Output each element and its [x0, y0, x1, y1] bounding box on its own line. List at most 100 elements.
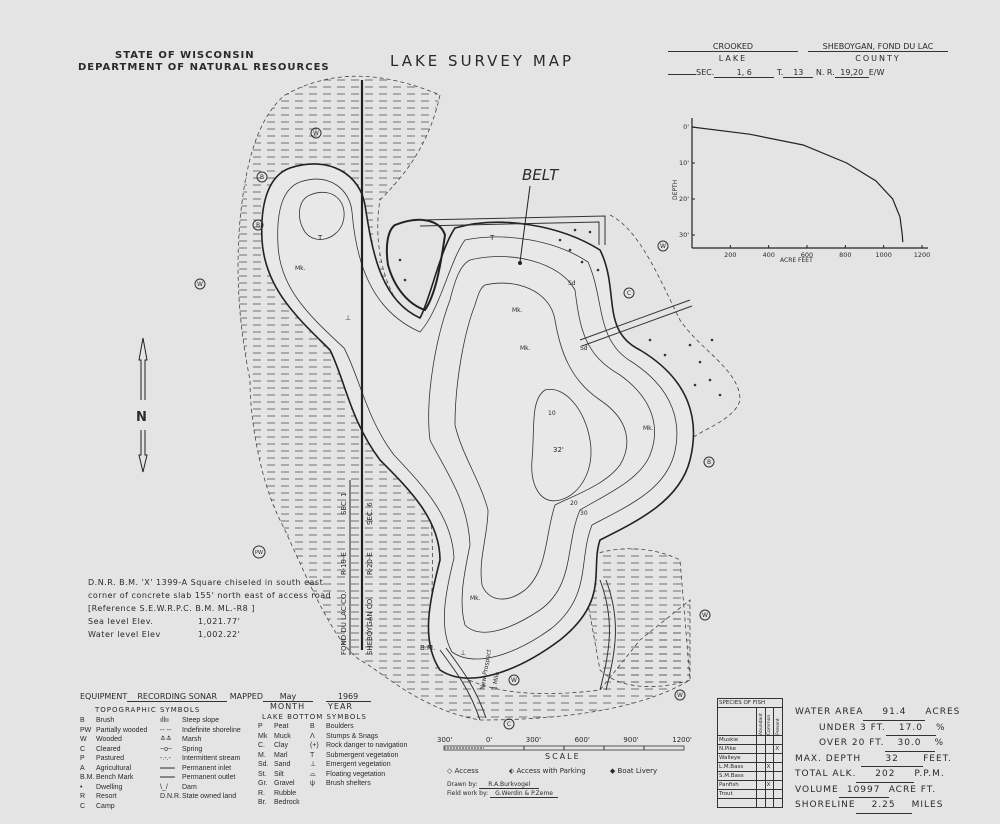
legend-symbol: (+)	[310, 742, 319, 749]
wooded-symbol: W	[674, 689, 686, 701]
legend-item: ═══Permanent inlet	[160, 764, 241, 774]
benchmark-line-2: corner of concrete slab 155' north east …	[88, 591, 332, 600]
scale-tick: 1200'	[672, 736, 692, 744]
y-tick-label: 20'	[679, 195, 689, 203]
legend-symbol: ψ	[310, 780, 315, 787]
fish-cell	[773, 780, 783, 790]
legend-symbol: M.	[258, 751, 266, 759]
x-tick-label: 200	[724, 251, 736, 259]
legend-symbol: \_/	[160, 783, 168, 791]
benchmark-description: D.N.R. B.M. 'X' 1399-A Square chiseled i…	[88, 576, 331, 641]
x-tick-label: 800	[839, 251, 851, 259]
legend-label: Steep slope	[182, 717, 219, 724]
fish-cell	[773, 789, 783, 799]
partially-wooded-symbol: PW	[252, 545, 266, 559]
max-depth-label: 32'	[553, 446, 564, 454]
fish-cell	[756, 771, 766, 781]
legend-item: \_/Dam	[160, 783, 241, 793]
legend-label: Marl	[274, 751, 288, 759]
y-tick-label: 10'	[679, 159, 689, 167]
fish-mark: X	[764, 762, 775, 772]
n-r-label: N. R.	[815, 68, 835, 77]
svg-text:PW: PW	[255, 550, 263, 556]
muck-label: Mk.	[512, 307, 523, 314]
sea-level-value: 1,021.77'	[198, 617, 241, 626]
sheboygan-county-label: SHEBOYGAN CO.	[366, 597, 374, 655]
sec-label: SEC.	[696, 68, 715, 77]
r-value: 19,20	[834, 68, 869, 78]
fish-cell	[773, 735, 783, 745]
fish-name: N.Pike	[717, 744, 757, 754]
legend-symbol: -- --	[160, 726, 172, 734]
total-alk-label: TOTAL ALK.	[795, 769, 857, 779]
agency-line-2: DEPARTMENT OF NATURAL RESOURCES	[78, 62, 330, 73]
water-area-label: WATER AREA	[795, 707, 864, 717]
legend-symbol: C	[80, 802, 86, 810]
over-20ft-label: OVER 20 FT.	[819, 738, 885, 748]
legend-label: Pastured	[96, 755, 125, 762]
access-parking-label: Access with Parking	[516, 767, 586, 775]
legend-symbol: D.N.R.	[160, 793, 181, 800]
legend-item: M. Marl	[258, 751, 300, 761]
legend-label: Cleared	[96, 745, 121, 753]
legend-item: -- --Indefinite shoreline	[160, 726, 241, 736]
x-tick-label: 1200	[914, 251, 931, 259]
land-symbols: W B B W C W B W W PW W C	[194, 127, 715, 730]
svg-text:W: W	[197, 281, 203, 288]
fish-cell	[764, 753, 775, 763]
county-label: COUNTY	[855, 54, 901, 63]
legend-label: Boulders	[326, 723, 354, 730]
access-parking-icon: ⬖	[508, 767, 515, 775]
belt-label: BELT	[522, 166, 560, 184]
legend-symbol: B	[80, 717, 85, 724]
muck-label: Mk.	[295, 265, 306, 272]
belt-leader-line	[519, 185, 531, 263]
legend-symbol: ⌓	[310, 770, 316, 778]
legend-label: Clay	[274, 742, 289, 749]
fish-name: S.M.Bass	[717, 771, 757, 781]
legend-symbol: St.	[258, 770, 267, 778]
muck-label: Mk.	[520, 345, 531, 352]
fish-cell	[756, 798, 766, 808]
brush-symbol: B	[252, 219, 264, 231]
fish-row: S.M.Bass	[717, 771, 783, 781]
legend-label: Bench Mark	[96, 774, 134, 781]
svg-text:W: W	[511, 677, 517, 684]
benchmark-line-1: D.N.R. B.M. 'X' 1399-A Square chiseled i…	[88, 578, 324, 587]
dwellings	[398, 228, 722, 397]
legend-symbol: ~o~	[160, 745, 173, 753]
legend-label: Stumps & Snags	[326, 732, 379, 740]
legend-symbol: PW	[80, 726, 92, 734]
contour-label-20: 20	[570, 500, 578, 507]
percent-unit: %	[934, 738, 945, 748]
contour-10ft	[428, 256, 655, 633]
lake-bottom-symbols-title: LAKE BOTTOM SYMBOLS	[262, 713, 367, 721]
legend-item: R.Rubble	[258, 789, 300, 799]
fish-mark: X	[764, 780, 775, 790]
legend-label: Dwelling	[96, 783, 123, 791]
water-area-unit: ACRES	[925, 707, 961, 717]
fish-cell	[756, 780, 766, 790]
field-work-value: G.Werdin & P.Zeme	[490, 790, 559, 798]
legend-item: Sd.Sand	[258, 760, 300, 770]
legend-item: C.Clay	[258, 741, 300, 751]
agency-line-1: STATE OF WISCONSIN	[115, 50, 255, 61]
x-axis-label: ACRE FEET	[780, 257, 813, 264]
legend-symbol: -.-.-	[160, 755, 171, 762]
legend-symbol: Mk	[258, 732, 268, 740]
mapped-label: MAPPED	[229, 692, 264, 701]
volume-unit: ACRE FT.	[888, 784, 937, 795]
topographic-symbols-title: TOPOGRAPHIC SYMBOLS	[95, 706, 201, 714]
legend-label: Rock danger to navigation	[326, 742, 408, 749]
legend-label: Marsh	[182, 736, 202, 743]
max-depth-label: MAX. DEPTH	[795, 753, 862, 764]
